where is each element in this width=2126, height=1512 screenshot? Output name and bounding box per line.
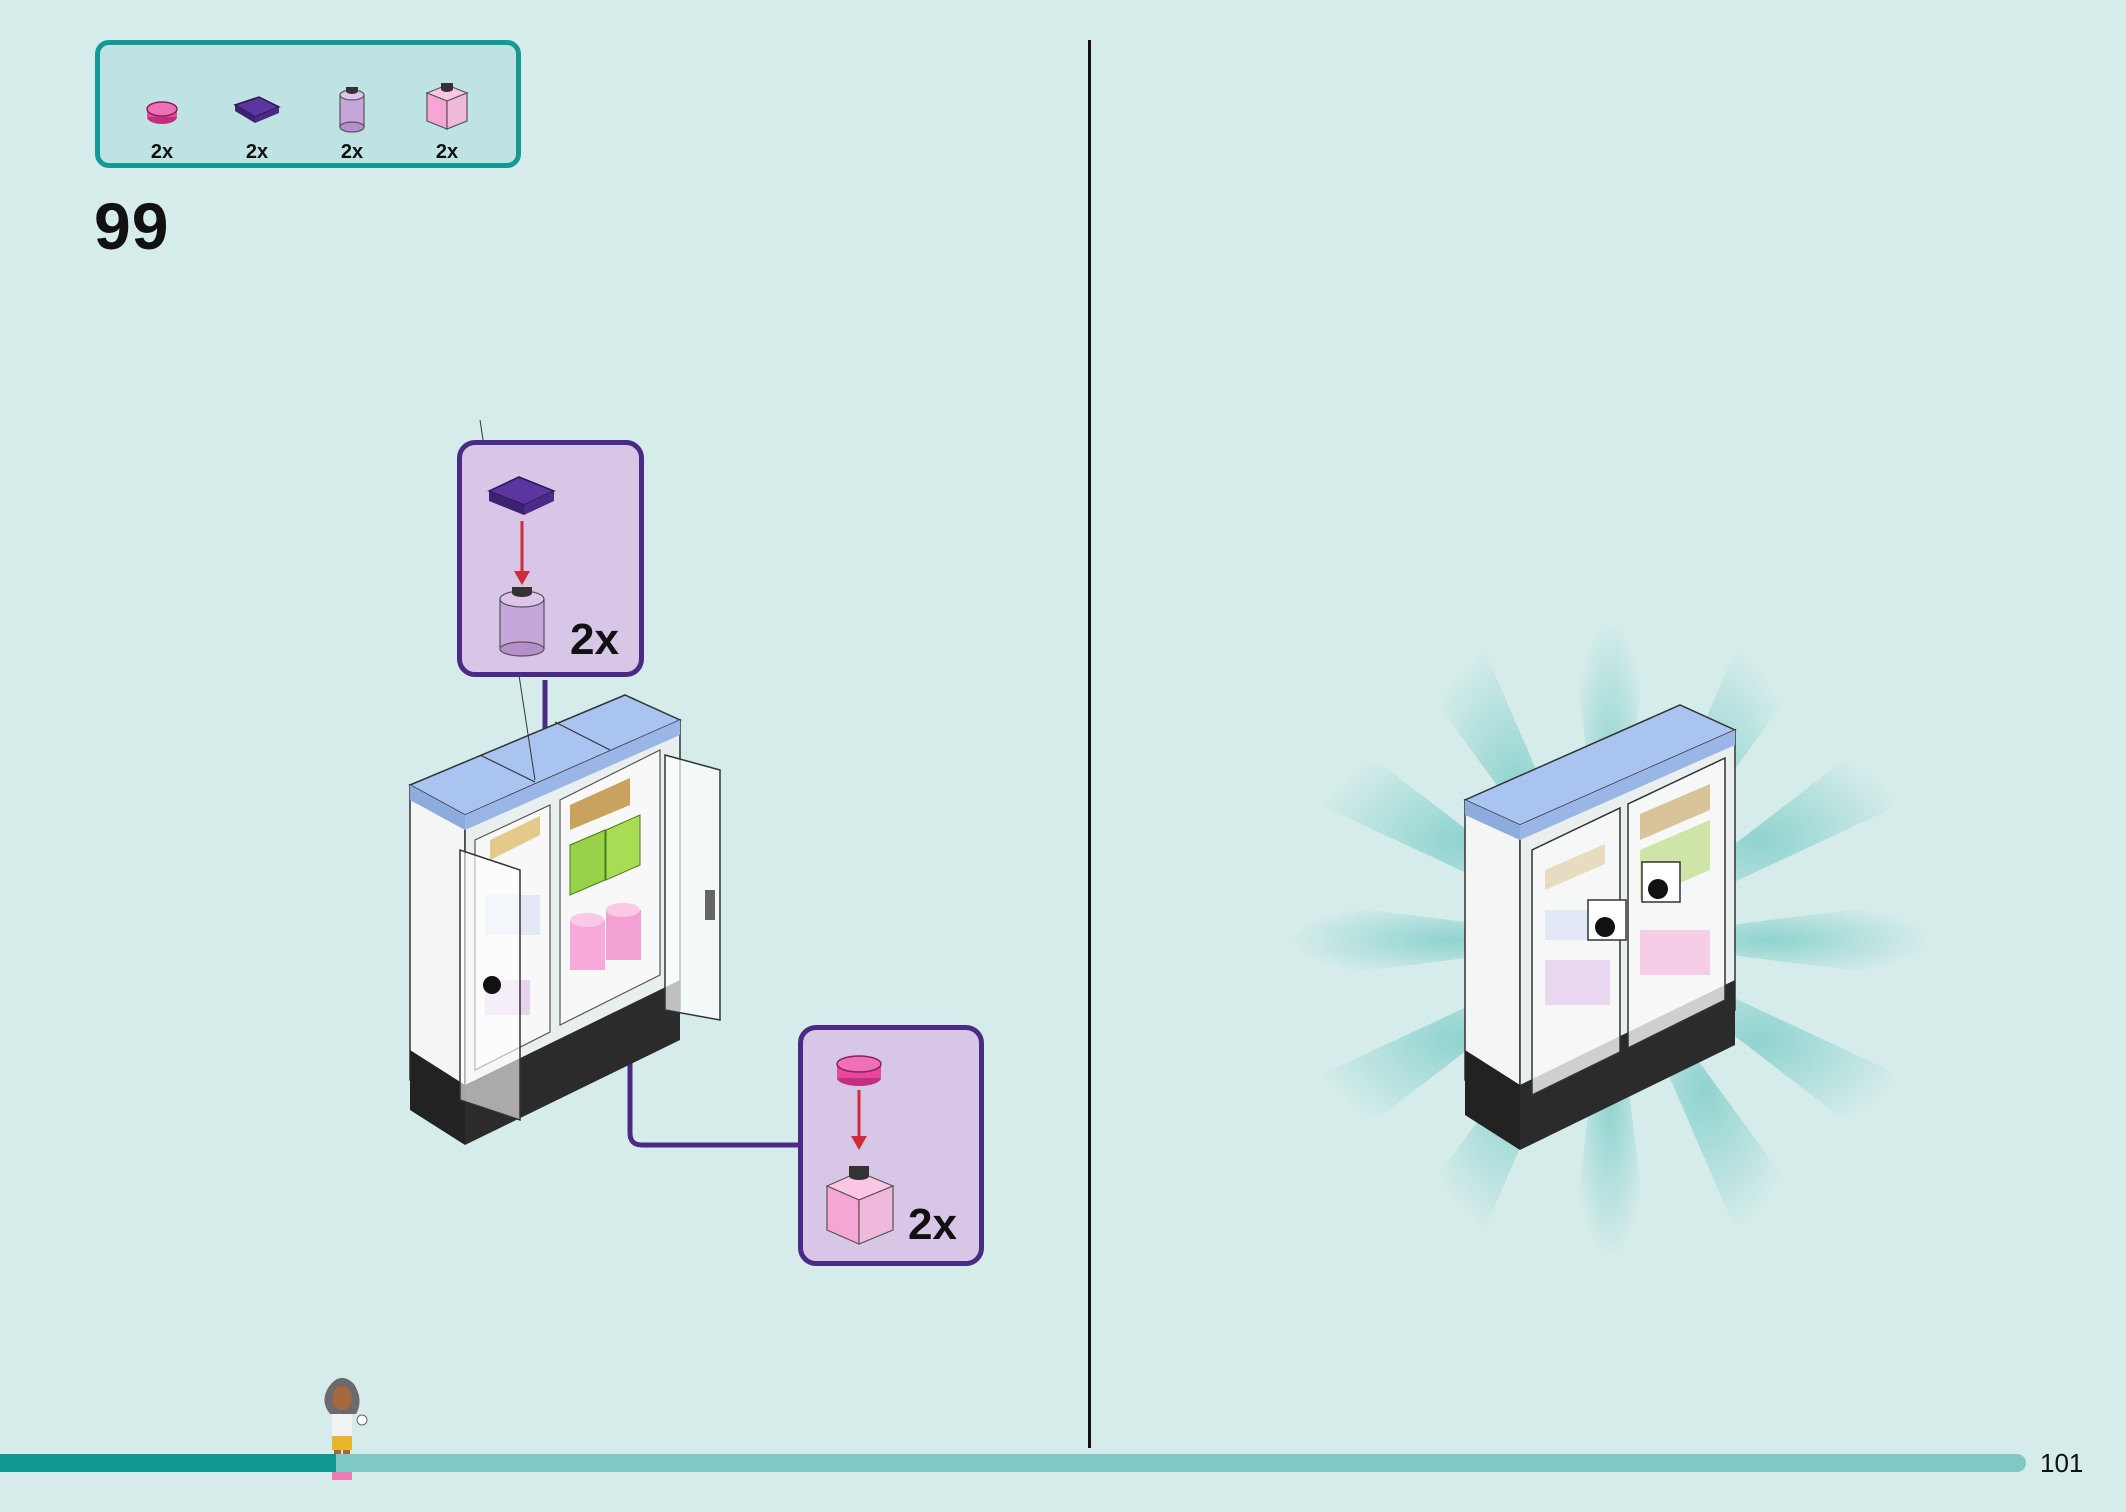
part-qty: 2x	[150, 141, 174, 163]
subassembly-callout-top: 2x	[457, 440, 644, 677]
fridge-finished	[1463, 704, 1737, 1150]
part-purple-square-tile: 2x	[217, 69, 297, 164]
fridge-model	[408, 420, 721, 1145]
step-number: 99	[94, 189, 170, 263]
callout-bottom-illustration	[825, 1055, 895, 1245]
part-pink-round-tile: 2x	[122, 69, 202, 164]
parts-list-box: 2x 2x 2x 2x	[95, 40, 521, 168]
page-number: 101	[2040, 1448, 2084, 1478]
subassembly-callout-bottom: 2x	[798, 1025, 984, 1266]
progress-bar-fill	[0, 1454, 336, 1472]
purple-square-tile-icon	[233, 96, 281, 123]
part-qty: 2x	[245, 141, 269, 163]
part-pink-1x1-brick: 2x	[407, 69, 487, 164]
callout-bottom-qty: 2x	[908, 1200, 957, 1249]
part-qty: 2x	[340, 141, 364, 163]
pink-1x1-brick-icon	[425, 83, 469, 130]
part-lavender-round-brick: 2x	[312, 69, 392, 164]
lavender-round-brick-icon	[339, 87, 365, 133]
callout-top-qty: 2x	[570, 615, 619, 664]
callout-top-illustration	[487, 476, 556, 657]
completed-model-illustration	[1290, 620, 1930, 1260]
progress-bar-track	[0, 1454, 2026, 1472]
step-illustration	[408, 420, 800, 1148]
part-qty: 2x	[435, 141, 459, 163]
pink-round-tile-icon	[146, 101, 178, 124]
page-divider	[1088, 40, 1091, 1448]
